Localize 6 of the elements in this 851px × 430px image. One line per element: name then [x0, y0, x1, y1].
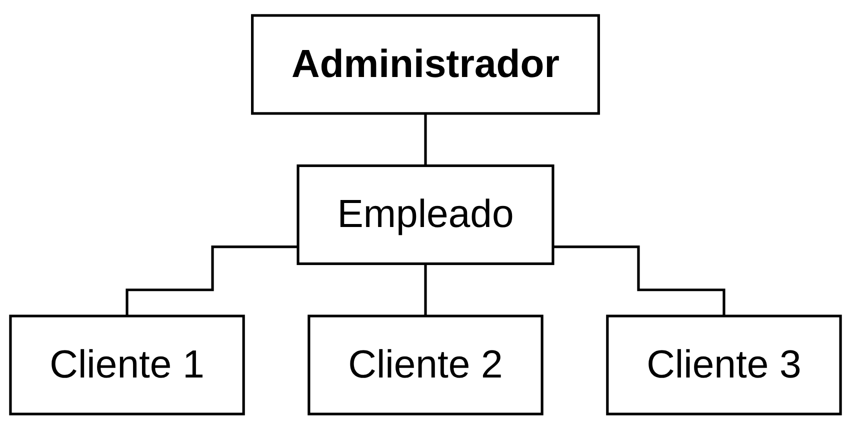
node-box: Empleado — [296, 164, 554, 266]
node-box: Administrador — [251, 14, 600, 116]
node-box: Cliente 1 — [9, 314, 245, 416]
connector — [424, 112, 427, 168]
node-box: Cliente 2 — [308, 314, 544, 416]
node-box: Cliente 3 — [606, 314, 842, 416]
